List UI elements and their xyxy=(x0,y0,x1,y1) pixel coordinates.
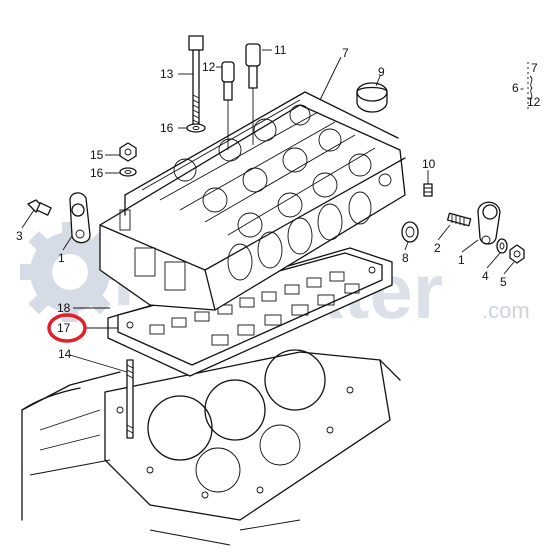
nut xyxy=(119,142,137,162)
range-separator: - xyxy=(520,81,524,95)
callout-5: 5 xyxy=(500,275,507,289)
callout-16-left: 16 xyxy=(90,166,104,180)
callout-10: 10 xyxy=(422,157,436,171)
head-gasket xyxy=(107,247,393,377)
callout-7: 7 xyxy=(342,46,349,60)
cylinder-head xyxy=(99,91,406,311)
seal-ring xyxy=(401,221,419,243)
engine-block xyxy=(21,349,401,546)
washer-small xyxy=(119,167,137,177)
stud-right xyxy=(446,212,472,227)
range-reference: 6 - 7 12 xyxy=(512,61,541,112)
bolt-left xyxy=(27,199,52,216)
valve-guide xyxy=(221,61,235,150)
valve-stem-seal xyxy=(245,43,261,145)
gear-logo-icon xyxy=(20,222,120,322)
range-bottom: 12 xyxy=(527,95,541,109)
callout-13: 13 xyxy=(160,67,174,81)
callout-4: 4 xyxy=(482,269,489,283)
callout-9: 9 xyxy=(378,65,385,79)
leader-lines xyxy=(21,49,515,373)
lifting-eye-right xyxy=(477,201,501,245)
callout-14: 14 xyxy=(58,347,72,361)
callout-3: 3 xyxy=(16,229,23,243)
watermark-suffix: .com xyxy=(482,298,530,323)
callout-1-left: 1 xyxy=(58,251,65,265)
callout-16-top: 16 xyxy=(160,121,174,135)
callout-11: 11 xyxy=(274,43,287,57)
callout-17: 17 xyxy=(57,321,71,335)
washer-right xyxy=(496,238,508,254)
nut-right xyxy=(509,244,525,264)
callout-labels: 13 12 11 7 9 16 15 16 10 3 1 2 8 1 4 5 1… xyxy=(16,43,507,361)
lifting-eye-left xyxy=(69,192,91,244)
washer xyxy=(186,123,206,133)
stud-bolt xyxy=(126,359,134,439)
callout-18: 18 xyxy=(57,301,71,315)
head-bolt xyxy=(188,35,204,129)
range-top: 7 xyxy=(531,61,538,75)
callout-1-right: 1 xyxy=(458,253,465,267)
callout-2: 2 xyxy=(434,241,441,255)
callout-8: 8 xyxy=(402,251,409,265)
callout-12: 12 xyxy=(202,60,216,74)
fitting xyxy=(423,183,433,197)
highlight-ring xyxy=(47,313,87,343)
plug-cap xyxy=(356,82,388,113)
range-start: 6 xyxy=(512,81,519,95)
callout-15: 15 xyxy=(90,148,104,162)
